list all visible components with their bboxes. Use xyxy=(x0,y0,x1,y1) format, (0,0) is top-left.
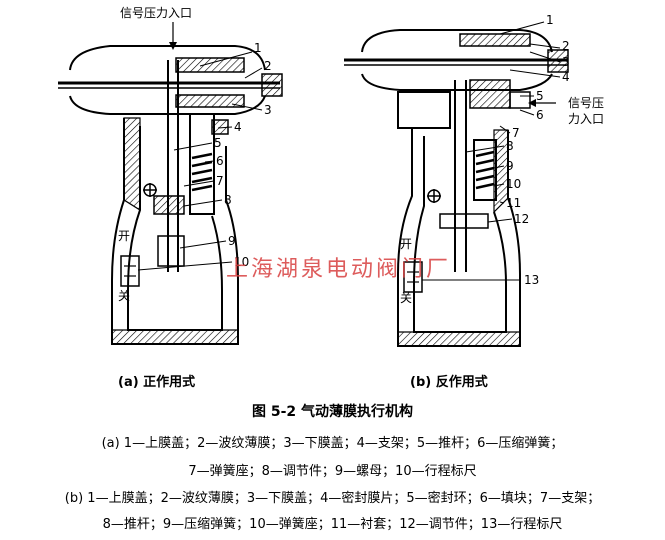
actuator-a xyxy=(58,22,283,345)
callout-b-5: 5 xyxy=(536,89,544,103)
callouts-a: 12 3 45 6 78 9 10 xyxy=(214,41,272,269)
callout-a-1: 1 xyxy=(254,41,262,55)
callout-b-10: 10 xyxy=(506,177,521,191)
callout-b-3: 3 xyxy=(562,55,570,69)
callout-a-9: 9 xyxy=(228,234,236,248)
legend-line-3: (b) 1—上膜盖；2—波纹薄膜；3—下膜盖；4—密封膜片；5—密封环；6—填块… xyxy=(64,491,601,506)
figure-title: 图 5-2 气动薄膜执行机构 xyxy=(251,404,414,420)
callout-a-3: 3 xyxy=(264,103,272,117)
legend-line-1: (a) 1—上膜盖；2—波纹薄膜；3—下膜盖；4—支架；5—推杆；6—压缩弹簧； xyxy=(101,436,564,451)
legend-line-4: 8—推杆；9—压缩弹簧；10—弹簧座；11—衬套；12—调节件；13—行程标尺 xyxy=(102,517,563,532)
close-label-b: 关 xyxy=(400,291,412,305)
callout-b-9: 9 xyxy=(506,159,514,173)
callout-a-7: 7 xyxy=(216,174,224,188)
callout-a-2: 2 xyxy=(264,59,272,73)
callout-b-12: 12 xyxy=(514,212,529,226)
legend-line-2: 7—弹簧座；8—调节件；9—螺母；10—行程标尺 xyxy=(188,464,477,479)
callout-a-8: 8 xyxy=(224,193,232,207)
callout-b-2: 2 xyxy=(562,39,570,53)
actuator-b xyxy=(344,21,569,347)
subcaption-a: (a) 正作用式 xyxy=(118,374,195,390)
signal-inlet-label-a: 信号压力入口 xyxy=(120,6,192,20)
callout-b-4: 4 xyxy=(562,70,570,84)
callout-b-13: 13 xyxy=(524,273,539,287)
signal-inlet-label-b-1: 信号压 xyxy=(568,96,604,110)
subcaption-b: (b) 反作用式 xyxy=(410,374,488,390)
callout-b-11: 11 xyxy=(506,196,521,210)
callout-b-6: 6 xyxy=(536,108,544,122)
open-label-b: 开 xyxy=(400,237,412,251)
watermark-text: 上海湖泉电动阀门厂 xyxy=(226,257,451,282)
callout-b-1: 1 xyxy=(546,13,554,27)
callout-b-8: 8 xyxy=(506,139,514,153)
callout-a-5: 5 xyxy=(214,136,222,150)
signal-inlet-label-b-2: 力入口 xyxy=(568,112,604,126)
close-label-a: 关 xyxy=(118,289,130,303)
callout-a-6: 6 xyxy=(216,154,224,168)
callout-b-7: 7 xyxy=(512,126,520,140)
callout-a-4: 4 xyxy=(234,120,242,134)
callout-a-10: 10 xyxy=(234,255,249,269)
open-label-a: 开 xyxy=(118,229,130,243)
